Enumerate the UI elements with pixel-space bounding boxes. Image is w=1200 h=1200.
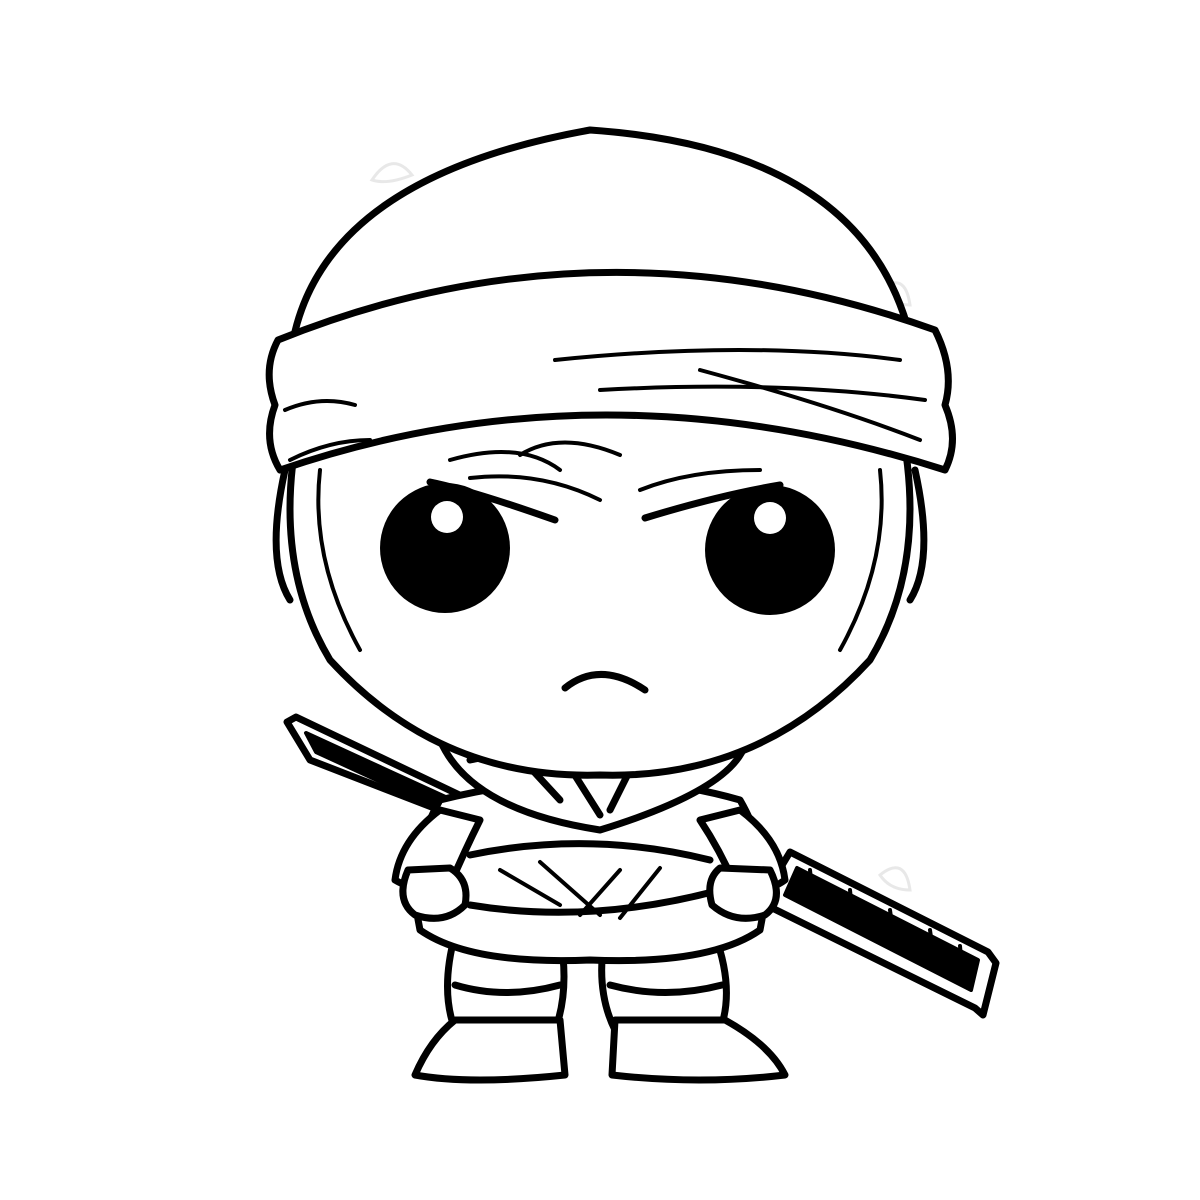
ninja-legs <box>411 931 789 1084</box>
sword-icon <box>283 713 1000 1019</box>
ninja-mouth <box>561 671 649 694</box>
ninja-eyes <box>380 483 835 615</box>
